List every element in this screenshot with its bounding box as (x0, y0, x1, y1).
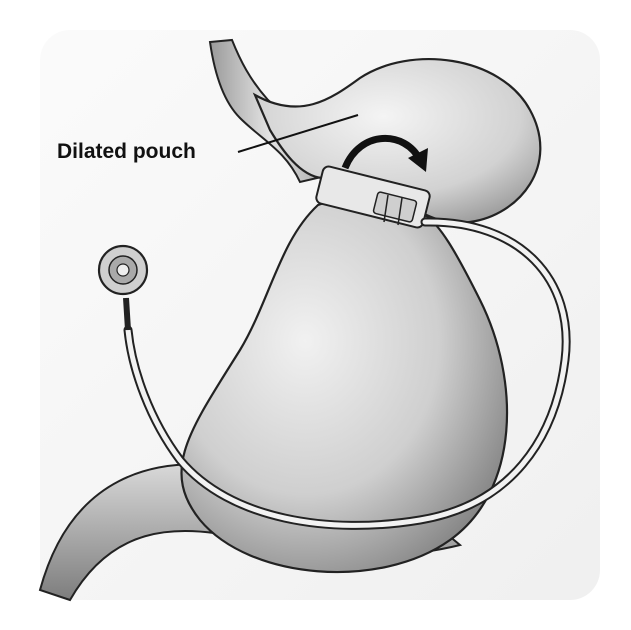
dilated-pouch-label: Dilated pouch (57, 140, 196, 164)
